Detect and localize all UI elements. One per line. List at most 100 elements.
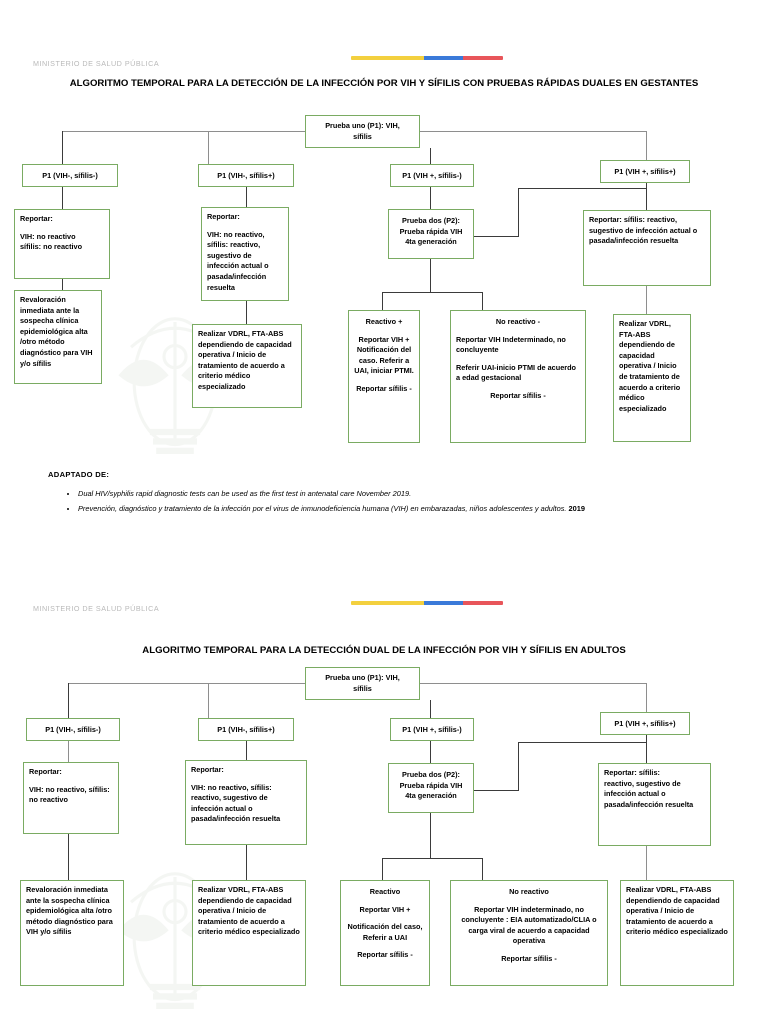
alg2-branch-b-report: Reportar: VIH: no reactivo, sífilis: rea… — [185, 760, 307, 845]
algorithm-2-title: ALGORITMO TEMPORAL PARA LA DETECCIÓN DUA… — [142, 645, 626, 656]
alg2-a-conn-2 — [68, 834, 69, 880]
alg1-c-reactive-title: Reactivo + — [365, 317, 403, 326]
alg1-c-conn-2 — [430, 259, 431, 292]
flag-blue-stripe — [423, 56, 464, 60]
ministry-label-1: MINISTERIO DE SALUD PÚBLICA — [33, 59, 160, 68]
alg1-c-nonreactive-body1: Reportar VIH Indeterminado, no concluyen… — [456, 334, 566, 355]
flag-yellow-stripe-2 — [351, 601, 424, 605]
alg1-branch-c-result: P1 (VIH +, sífilis-) — [390, 164, 474, 187]
alg1-drop-d — [646, 131, 647, 164]
alg1-drop-b — [208, 131, 209, 164]
alg1-b-report-body: VIH: no reactivo, sífilis: reactivo, sug… — [207, 229, 269, 292]
alg2-c-test2-line2: Prueba rápida VIH — [399, 780, 463, 790]
alg1-c-split-bus — [382, 292, 482, 293]
source-item-2-year: 2019 — [568, 504, 585, 513]
alg2-c-test2-line1: Prueba dos (P2): — [402, 770, 460, 779]
alg1-c-test2-line2: Prueba rápida VIH — [399, 226, 463, 236]
alg1-drop-a — [62, 131, 63, 164]
alg1-c-conn-1 — [430, 187, 431, 209]
source-item-2: Prevención, diagnóstico y tratamiento de… — [78, 502, 672, 515]
alg2-d-conn-1 — [646, 735, 647, 763]
alg1-b-conn-2 — [246, 301, 247, 324]
flag-red-stripe-2 — [463, 601, 503, 605]
alg1-c-drop-reactive — [382, 292, 383, 310]
alg2-c-nonreactive-title: No reactivo — [509, 887, 549, 896]
source-item-1: Dual HIV/syphilis rapid diagnostic tests… — [78, 487, 672, 500]
alg2-c-reactive-title: Reactivo — [369, 887, 401, 896]
ecuador-flag-bar-1 — [351, 56, 503, 60]
source-item-2-text: Prevención, diagnóstico y tratamiento de… — [78, 504, 569, 513]
alg2-c-test2-line3: 4ta generación — [405, 791, 457, 801]
alg1-branch-d-action: Realizar VDRL, FTA-ABS dependiendo de ca… — [613, 314, 691, 442]
sources-list: Dual HIV/syphilis rapid diagnostic tests… — [62, 487, 672, 517]
alg1-a-conn-2 — [62, 279, 63, 290]
alg2-b-report-body: VIH: no reactivo, sífilis: reactivo, sug… — [191, 782, 281, 824]
alg1-branch-b-report: Reportar: VIH: no reactivo, sífilis: rea… — [201, 207, 289, 301]
alg1-root-box: Prueba uno (P1): VIH, sífilis — [305, 115, 420, 148]
alg2-bus-left — [68, 683, 305, 684]
alg2-c-nonreactive-body2: Reportar sífilis - — [501, 953, 557, 963]
alg2-root-line1: Prueba uno (P1): VIH, — [325, 673, 400, 682]
alg1-c-nonreactive-title: No reactivo - — [495, 317, 541, 326]
flag-blue-stripe-2 — [423, 601, 464, 605]
alg1-d-to-c-top — [518, 188, 646, 189]
alg2-drop-c — [430, 700, 431, 718]
alg2-c-reactive-body3: Reportar sífilis - — [357, 950, 413, 960]
alg2-d-conn-2 — [646, 846, 647, 880]
alg1-bus-right — [420, 131, 646, 132]
sources-heading: ADAPTADO DE: — [48, 470, 110, 479]
algorithm-1-title: ALGORITMO TEMPORAL PARA LA DETECCIÓN DE … — [69, 78, 699, 89]
ministry-label-2: MINISTERIO DE SALUD PÚBLICA — [33, 604, 160, 613]
alg1-drop-c — [430, 148, 431, 164]
alg2-branch-d-report: Reportar: sífilis: reactivo, sugestivo d… — [598, 763, 711, 846]
alg2-branch-c-nonreactive: No reactivo Reportar VIH indeterminado, … — [450, 880, 608, 986]
alg2-d-to-c-top — [518, 742, 646, 743]
alg1-b-conn-1 — [246, 187, 247, 207]
alg1-a-conn-1 — [62, 187, 63, 209]
alg2-b-conn-2 — [246, 845, 247, 880]
alg2-c-conn-1 — [430, 741, 431, 763]
flag-red-stripe — [463, 56, 503, 60]
alg1-c-reactive-body2: Reportar sífilis - — [356, 383, 412, 393]
alg2-c-reactive-body2: Notificación del caso, Referir a UAI — [347, 922, 423, 942]
alg2-a-report-body: VIH: no reactivo, sífilis: no reactivo — [29, 784, 110, 805]
alg1-c-reactive-body1: Reportar VIH + Notificación del caso. Re… — [354, 334, 414, 376]
alg1-branch-c-nonreactive: No reactivo - Reportar VIH Indeterminado… — [450, 310, 586, 443]
alg1-branch-a-result: P1 (VIH-, sífilis-) — [22, 164, 118, 187]
alg2-branch-a-report: Reportar: VIH: no reactivo, sífilis: no … — [23, 762, 119, 834]
alg2-root-box: Prueba uno (P1): VIH, sífilis — [305, 667, 420, 700]
alg2-d-to-c-horz — [474, 790, 519, 791]
alg2-a-report-head: Reportar: — [29, 767, 62, 776]
alg1-branch-a-report: Reportar: VIH: no reactivo sífilis: no r… — [14, 209, 110, 279]
alg1-d-conn-2 — [646, 286, 647, 314]
ecuador-flag-bar-2 — [351, 601, 503, 605]
alg2-branch-b-action: Realizar VDRL, FTA-ABS dependiendo de ca… — [192, 880, 306, 986]
alg1-branch-d-result: P1 (VIH +, sífilis+) — [600, 160, 690, 183]
alg2-branch-c-reactive: Reactivo Reportar VIH + Notificación del… — [340, 880, 430, 986]
alg2-drop-a — [68, 683, 69, 718]
alg1-root-line1: Prueba uno (P1): VIH, — [325, 121, 400, 130]
alg2-c-drop-reactive — [382, 858, 383, 880]
alg1-c-nonreactive-body3: Reportar sífilis - — [490, 390, 546, 400]
alg2-c-conn-2 — [430, 813, 431, 858]
alg1-d-conn-1 — [646, 183, 647, 210]
alg2-d-report-body: reactivo, sugestivo de infección actual … — [604, 778, 694, 809]
alg2-branch-c-test2: Prueba dos (P2): Prueba rápida VIH 4ta g… — [388, 763, 474, 813]
alg2-d-report-head: Reportar: sífilis: — [604, 768, 660, 777]
alg2-branch-a-action: Revaloración inmediata ante la sospecha … — [20, 880, 124, 986]
alg2-d-to-c-vert — [518, 742, 519, 790]
alg1-branch-b-result: P1 (VIH-, sífilis+) — [198, 164, 294, 187]
alg1-branch-d-report: Reportar: sífilis: reactivo, sugestivo d… — [583, 210, 711, 286]
alg1-c-drop-nonreactive — [482, 292, 483, 310]
alg2-b-conn-1 — [246, 741, 247, 760]
alg2-bus-right — [420, 683, 646, 684]
alg2-branch-a-result: P1 (VIH-, sífilis-) — [26, 718, 120, 741]
alg1-c-nonreactive-body2: Referir UAI-inicio PTMI de acuerdo a eda… — [456, 362, 577, 383]
alg2-drop-b — [208, 683, 209, 718]
alg2-root-line2: sífilis — [353, 683, 372, 693]
alg1-d-to-c-vert — [518, 188, 519, 236]
alg2-branch-c-result: P1 (VIH +, sífilis-) — [390, 718, 474, 741]
alg1-bus-left — [62, 131, 305, 132]
alg2-c-reactive-body1: Reportar VIH + — [359, 904, 411, 914]
